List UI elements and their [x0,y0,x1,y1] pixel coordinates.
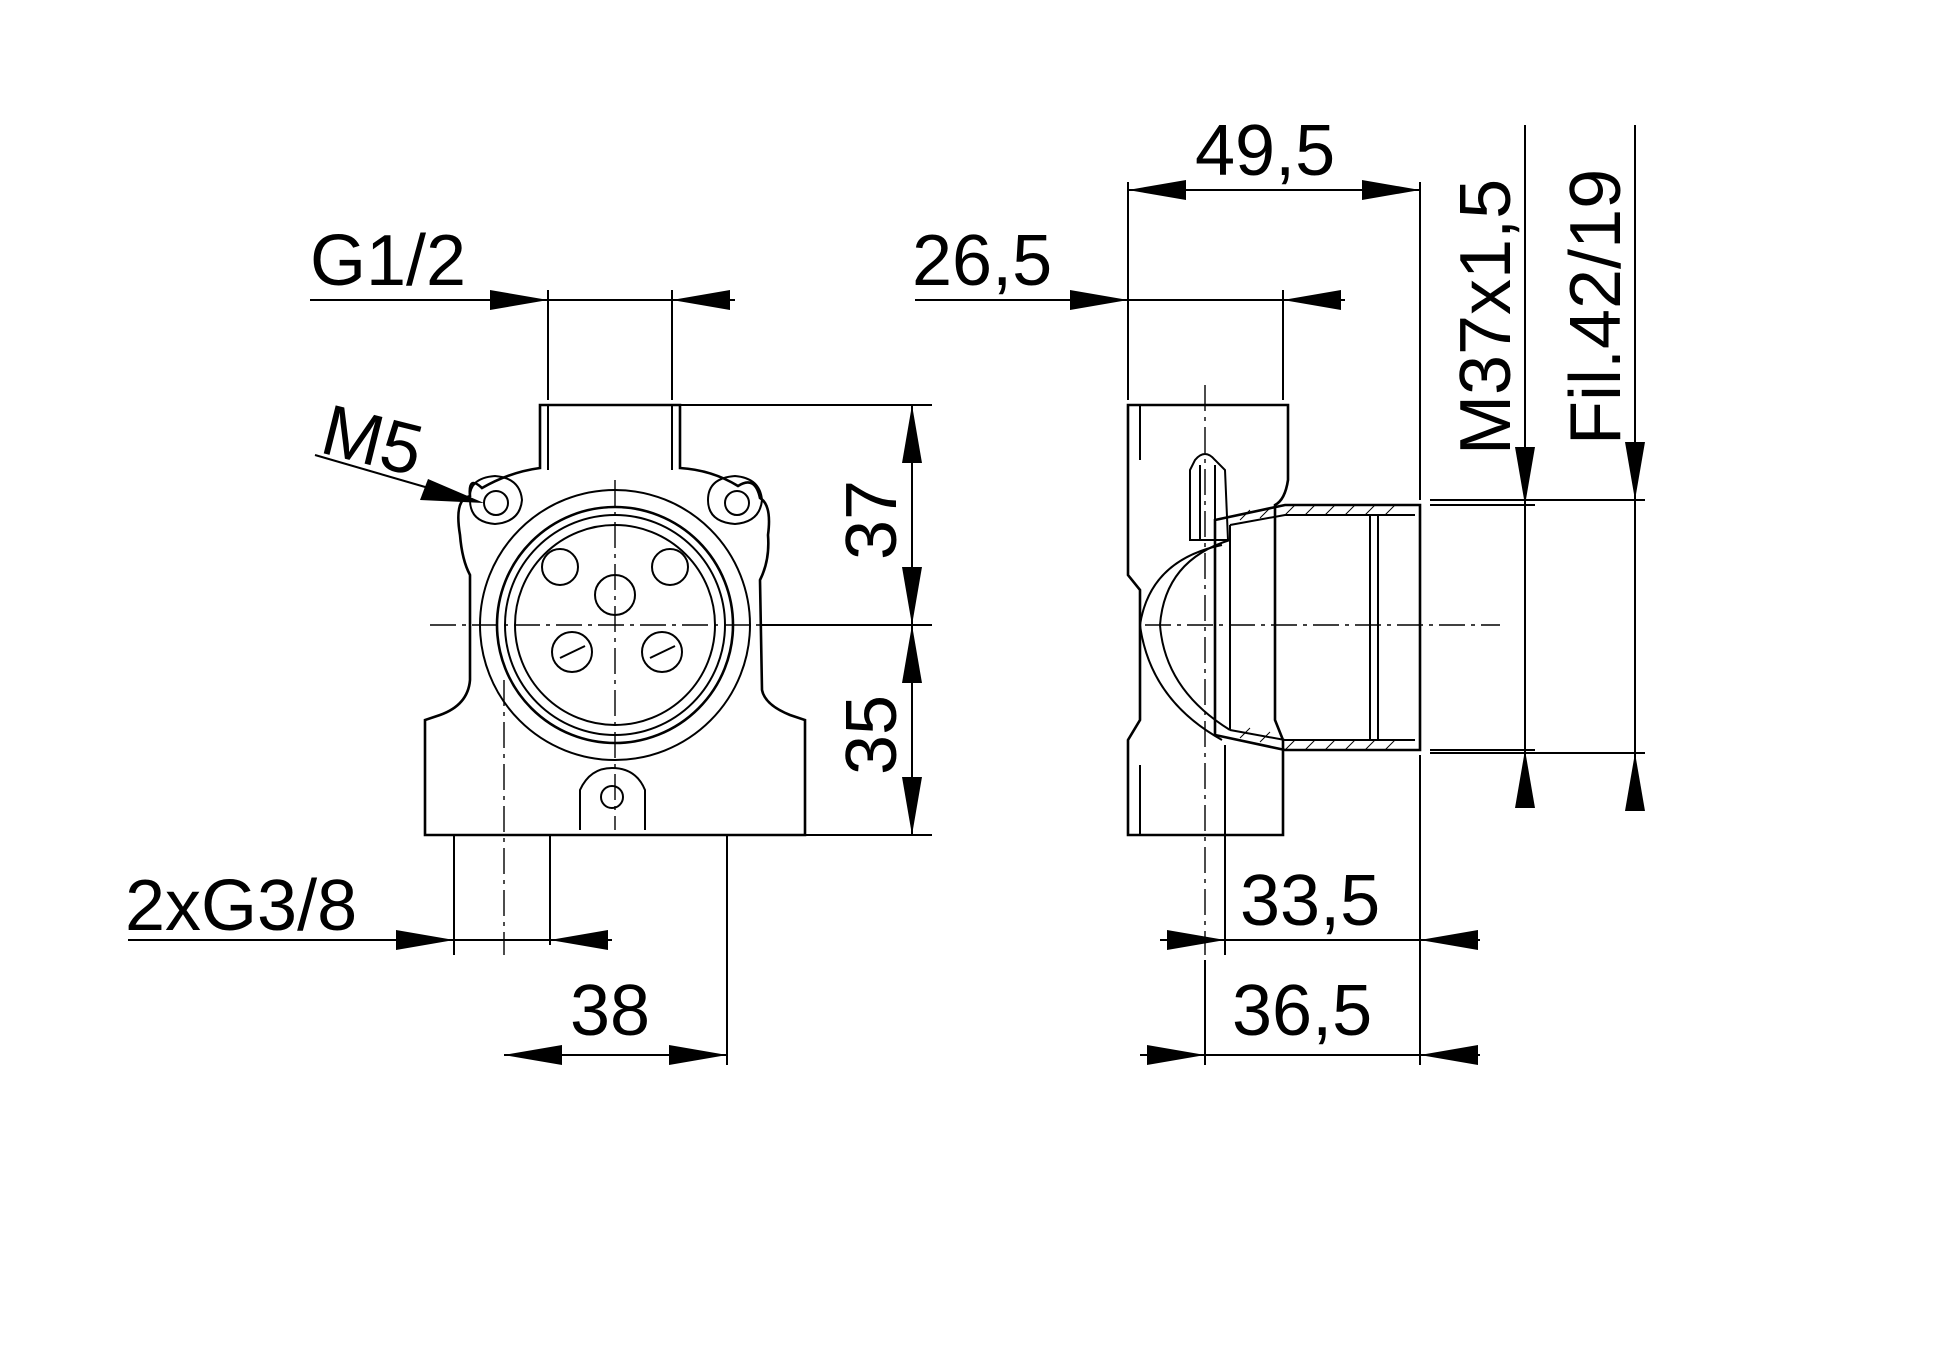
label-height-upper: 37 [832,480,912,560]
front-right-screw-hole [724,490,750,516]
front-left-ear [468,474,524,526]
front-left-screw-hole [483,490,509,516]
label-depth-total: 49,5 [1195,111,1335,191]
front-port-upper-right [651,548,689,586]
front-inlet-boss [547,405,673,470]
side-cartridge-section [1213,503,1422,752]
front-bottom-screw-hole [600,785,624,809]
front-dimensions: G1/2 M5 37 35 2xG3/8 38 [125,221,932,1065]
label-depth-lower: 33,5 [1240,861,1380,941]
front-port-upper-left [541,548,579,586]
label-mounting-screw: M5 [314,390,430,492]
label-inlet-thread: G1/2 [310,221,466,301]
front-body-outline [423,403,807,837]
front-bottom-tab [579,766,646,830]
label-filter-spec: Fil.42/19 [1556,169,1636,445]
label-depth-lower-total: 36,5 [1232,971,1372,1051]
side-knob [1189,453,1230,541]
side-dome [1138,544,1223,741]
front-right-ear [706,474,764,526]
front-port-lower-left [551,631,593,673]
front-view [423,403,807,955]
label-height-lower: 35 [832,695,912,775]
label-thread-spec: M37x1,5 [1446,179,1526,455]
label-outlet-threads: 2xG3/8 [125,866,357,946]
label-depth-inlet: 26,5 [912,221,1052,301]
front-port-lower-right [641,631,683,673]
side-view [1126,385,1500,955]
side-body-outline [1126,403,1290,837]
side-hatching [1239,504,1396,751]
side-dimensions: 49,5 26,5 M37x1,5 Fil.42/19 33,5 36 [912,111,1645,1065]
label-outlet-spacing: 38 [570,971,650,1051]
